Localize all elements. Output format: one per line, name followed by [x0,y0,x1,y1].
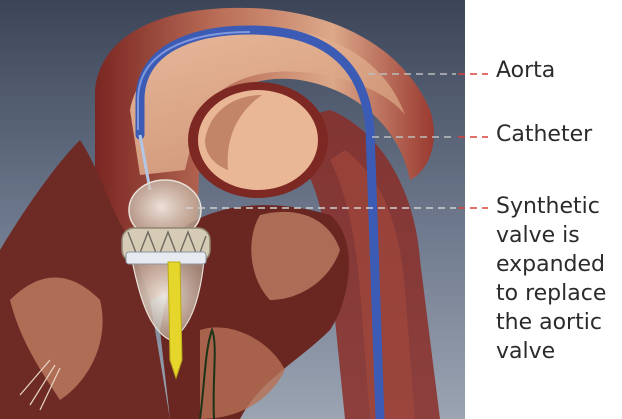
valve-frame [126,252,206,264]
label-aorta: Aorta [496,56,555,85]
heart-illustration [0,0,465,419]
label-synthetic-valve: Synthetic valve is expanded to replace t… [496,192,606,366]
delivery-tip [168,262,182,378]
label-catheter: Catheter [496,120,592,149]
